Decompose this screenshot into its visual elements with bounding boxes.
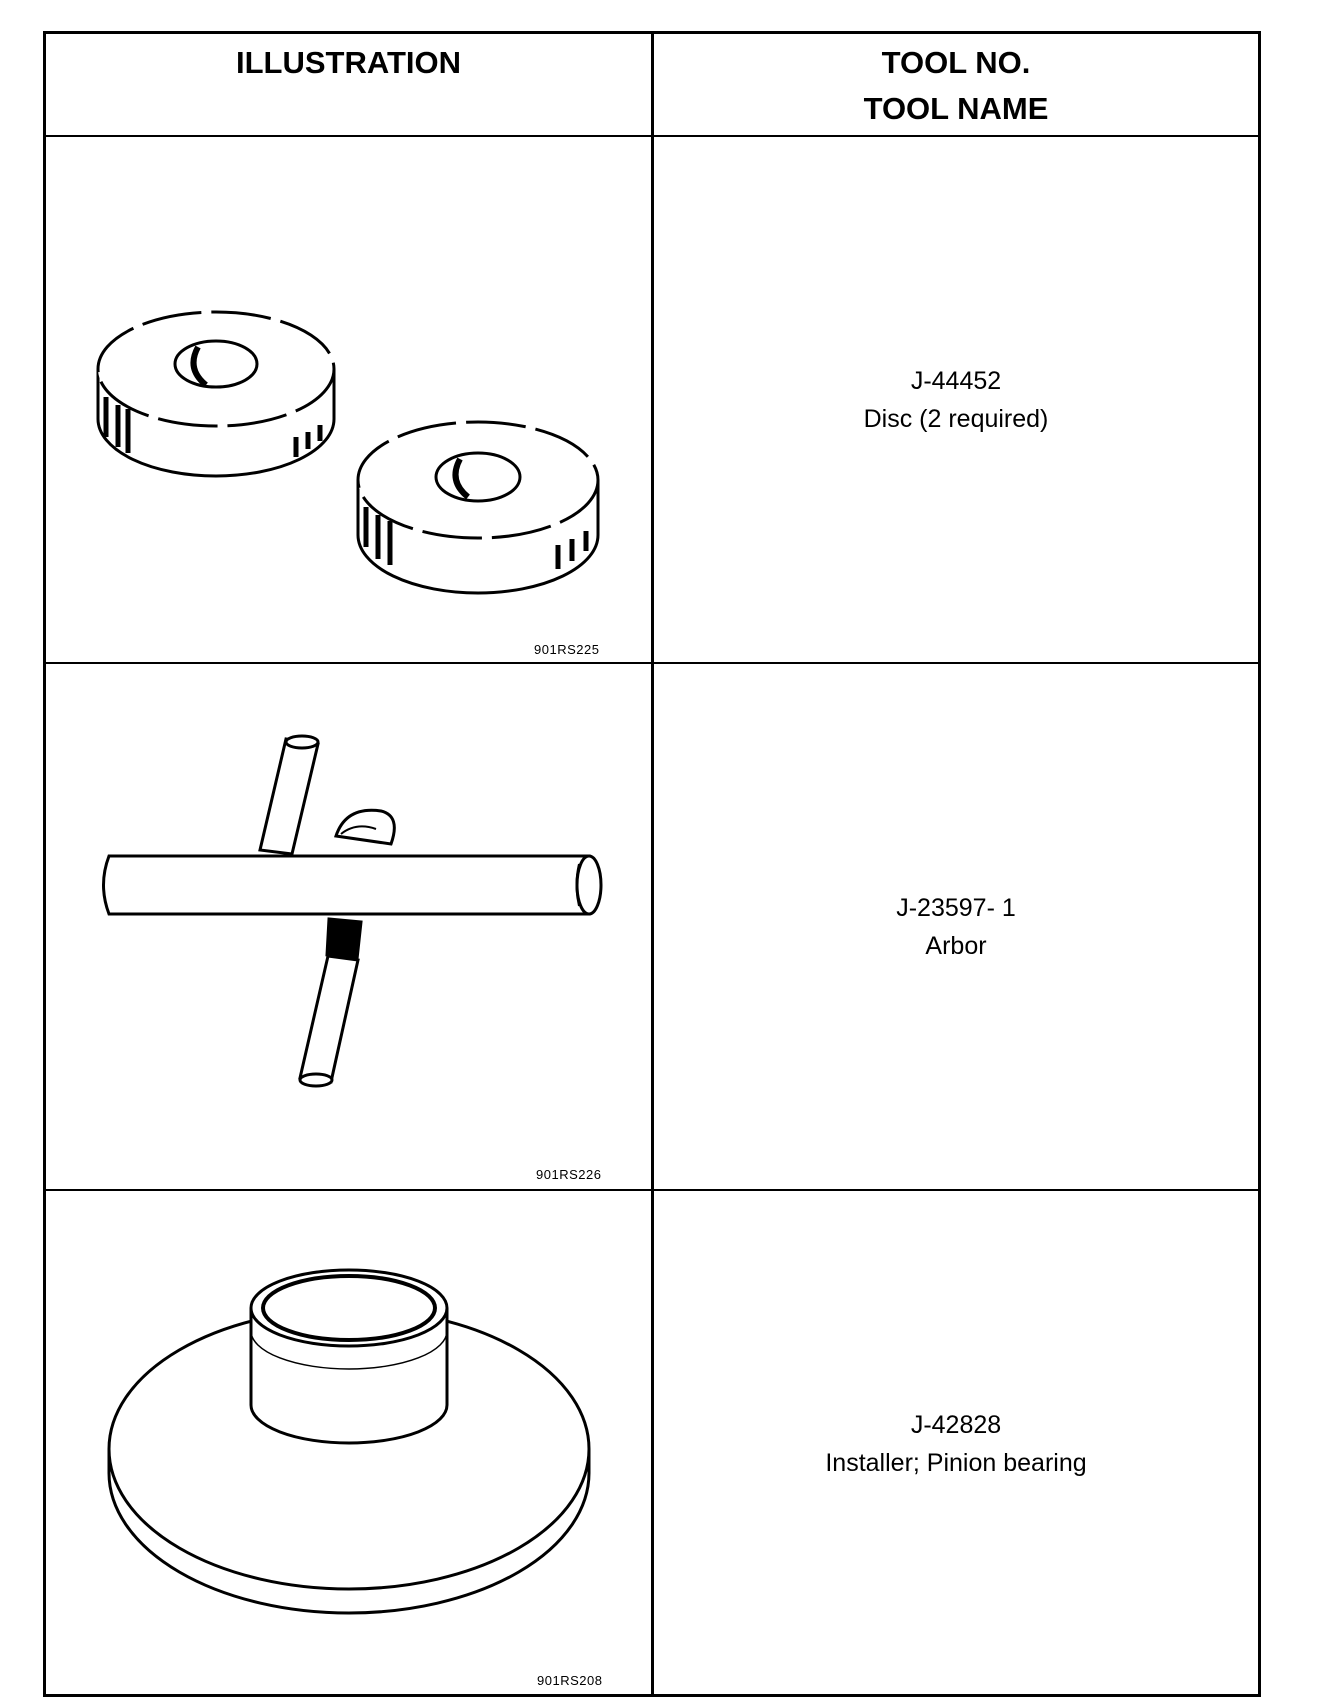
row-1-illustration: 901RS225: [46, 137, 651, 662]
row-divider: [46, 1189, 1258, 1191]
image-code: 901RS226: [536, 1167, 602, 1182]
tool-number: J-23597- 1: [896, 893, 1016, 922]
header-illustration-label: ILLUSTRATION: [235, 45, 461, 80]
tool-number: J-42828: [910, 1411, 1002, 1439]
tool-number: J-44452: [910, 366, 1002, 395]
tool-name: Arbor: [925, 931, 987, 960]
header-tool-name-label: TOOL NAME: [863, 91, 1049, 126]
tool-name: Installer; Pinion bearing: [825, 1449, 1087, 1477]
disc-pair-icon: [96, 310, 600, 595]
header-divider: [46, 135, 1258, 137]
image-code: 901RS225: [534, 642, 600, 657]
header-tool: TOOL NO. TOOL NAME: [654, 34, 1258, 137]
special-tools-table: ILLUSTRATION TOOL NO. TOOL NAME: [43, 31, 1261, 1697]
header-illustration: ILLUSTRATION: [46, 34, 651, 137]
column-divider: [651, 34, 654, 1694]
row-2-tool: J-23597- 1 Arbor: [654, 664, 1258, 1189]
arbor-icon: [102, 734, 603, 1088]
row-2-illustration: 901RS226: [46, 664, 651, 1189]
row-3-tool: J-42828 Installer; Pinion bearing: [654, 1191, 1258, 1697]
row-3-illustration: 901RS208: [46, 1191, 651, 1697]
installer-icon: [107, 1268, 591, 1615]
row-divider: [46, 662, 1258, 664]
tool-name: Disc (2 required): [863, 404, 1049, 433]
row-1-tool: J-44452 Disc (2 required): [654, 137, 1258, 662]
header-tool-no-label: TOOL NO.: [881, 45, 1031, 80]
image-code: 901RS208: [537, 1673, 603, 1688]
